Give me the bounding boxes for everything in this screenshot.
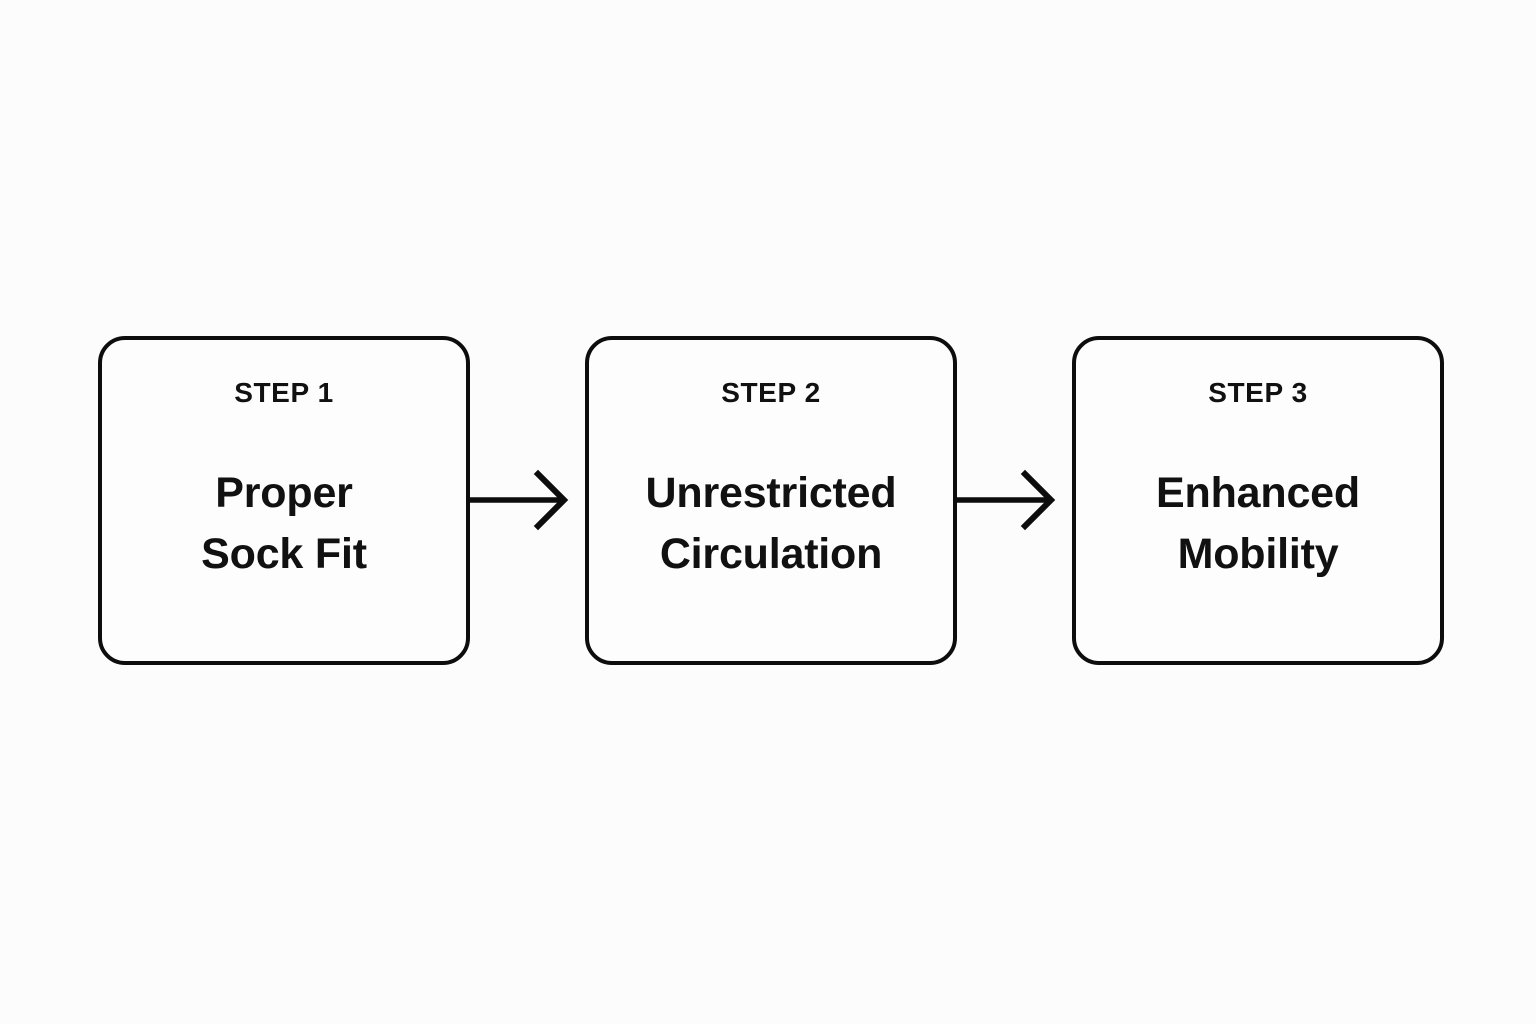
step-box-3[interactable]: STEP 3 Enhanced Mobility xyxy=(1072,335,1444,665)
step-1-eyebrow: STEP 1 xyxy=(234,376,334,408)
step-3-title-line-2: Mobility xyxy=(1177,529,1339,578)
step-box-1[interactable]: STEP 1 Proper Sock Fit xyxy=(98,335,470,665)
step-3-title-line-1: Enhanced xyxy=(1156,468,1360,517)
step-1-title: Proper Sock Fit xyxy=(187,463,381,585)
step-1-title-line-2: Sock Fit xyxy=(201,529,367,578)
step-3-title: Enhanced Mobility xyxy=(1142,463,1374,585)
step-2-title: Unrestricted Circulation xyxy=(632,463,911,585)
step-2-eyebrow: STEP 2 xyxy=(721,376,821,408)
connector-1-to-2 xyxy=(470,460,585,540)
step-flow-row: STEP 1 Proper Sock Fit STEP 2 Unrestrict… xyxy=(98,335,1444,665)
step-2-title-line-2: Circulation xyxy=(659,529,883,578)
connector-2-to-3 xyxy=(957,460,1072,540)
step-3-eyebrow: STEP 3 xyxy=(1208,376,1308,408)
step-2-title-line-1: Unrestricted xyxy=(645,468,897,517)
step-1-title-line-1: Proper xyxy=(215,468,353,517)
step-box-2[interactable]: STEP 2 Unrestricted Circulation xyxy=(585,335,957,665)
